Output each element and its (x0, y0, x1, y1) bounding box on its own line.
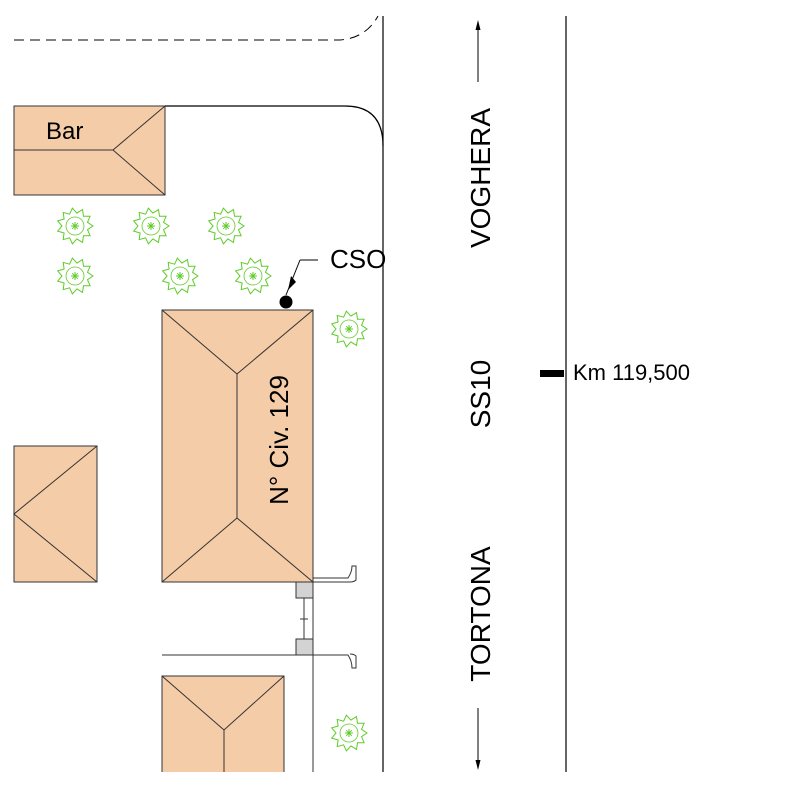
bar-building (13, 105, 166, 196)
cso-marker (279, 259, 318, 309)
main-building (161, 309, 314, 583)
tree-icon (132, 207, 170, 245)
voghera-label: VOGHERA (465, 108, 496, 248)
bottom-building (161, 675, 285, 772)
north-arrow (475, 20, 481, 82)
kilometre-marker-label: Km 119,500 (573, 360, 690, 385)
trees-group (56, 207, 368, 752)
tree-icon (56, 207, 94, 245)
tree-icon (207, 207, 245, 245)
tree-icon (330, 714, 368, 752)
south-arrow (475, 708, 481, 770)
tree-icon (161, 257, 199, 295)
kilometre-marker-tick (540, 370, 564, 377)
tortona-label: TORTONA (465, 546, 496, 682)
tree-icon (330, 310, 368, 348)
dashed-boundary-line (14, 15, 379, 41)
cso-label: CSO (330, 244, 386, 274)
kerb-line (165, 105, 384, 147)
bar-label: Bar (46, 118, 83, 145)
house-number-label: N° Civ. 129 (264, 375, 294, 505)
road-name-label: SS10 (465, 360, 496, 429)
left-building (13, 445, 98, 583)
driveway-gate (162, 565, 357, 772)
tree-icon (56, 257, 94, 295)
tree-icon (234, 257, 272, 295)
